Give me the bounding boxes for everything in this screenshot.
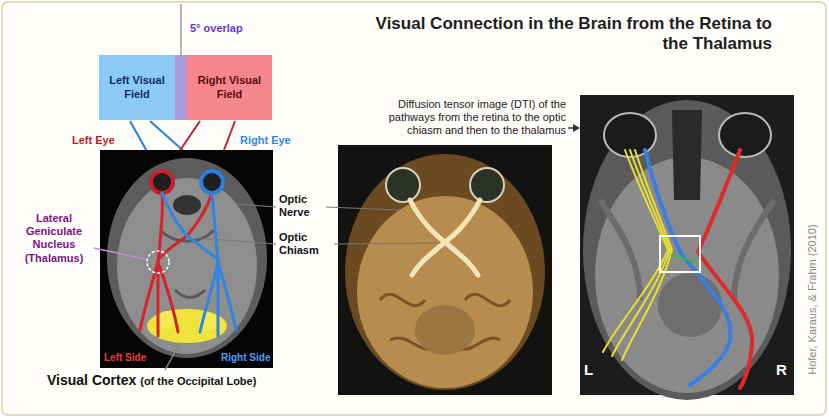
structure-label: Visual Cortex [47, 372, 136, 389]
side-label: Left Side [104, 352, 146, 364]
eye-label: Right Eye [240, 134, 291, 147]
structure-label: Lateral Geniculate Nucleus (Thalamus) [16, 212, 92, 265]
field-label: Left Visual Field [103, 74, 171, 100]
field-label: Right Visual Field [191, 74, 268, 100]
visual-field-box: Left Visual Field [99, 55, 175, 120]
source-credit: Hofer, Karaus, & Frahm (2010) [805, 225, 818, 375]
structure-label: Optic Chiasm [279, 231, 331, 257]
panel-caption: Diffusion tensor image (DTI) of the path… [366, 98, 566, 138]
structure-note: (of the Occipital Lobe) [140, 375, 256, 388]
dti-panel: LR [580, 95, 794, 395]
eye-label: Left Eye [72, 134, 115, 147]
overlap-label: 5° overlap [190, 22, 243, 35]
side-letter: L [584, 361, 593, 379]
diagram-title: Visual Connection in the Brain from the … [362, 14, 772, 55]
structure-label: Optic Nerve [279, 193, 325, 219]
side-letter: R [776, 361, 787, 379]
side-label: Right Side [221, 352, 270, 364]
visual-field-box: Right Visual Field [187, 55, 272, 120]
